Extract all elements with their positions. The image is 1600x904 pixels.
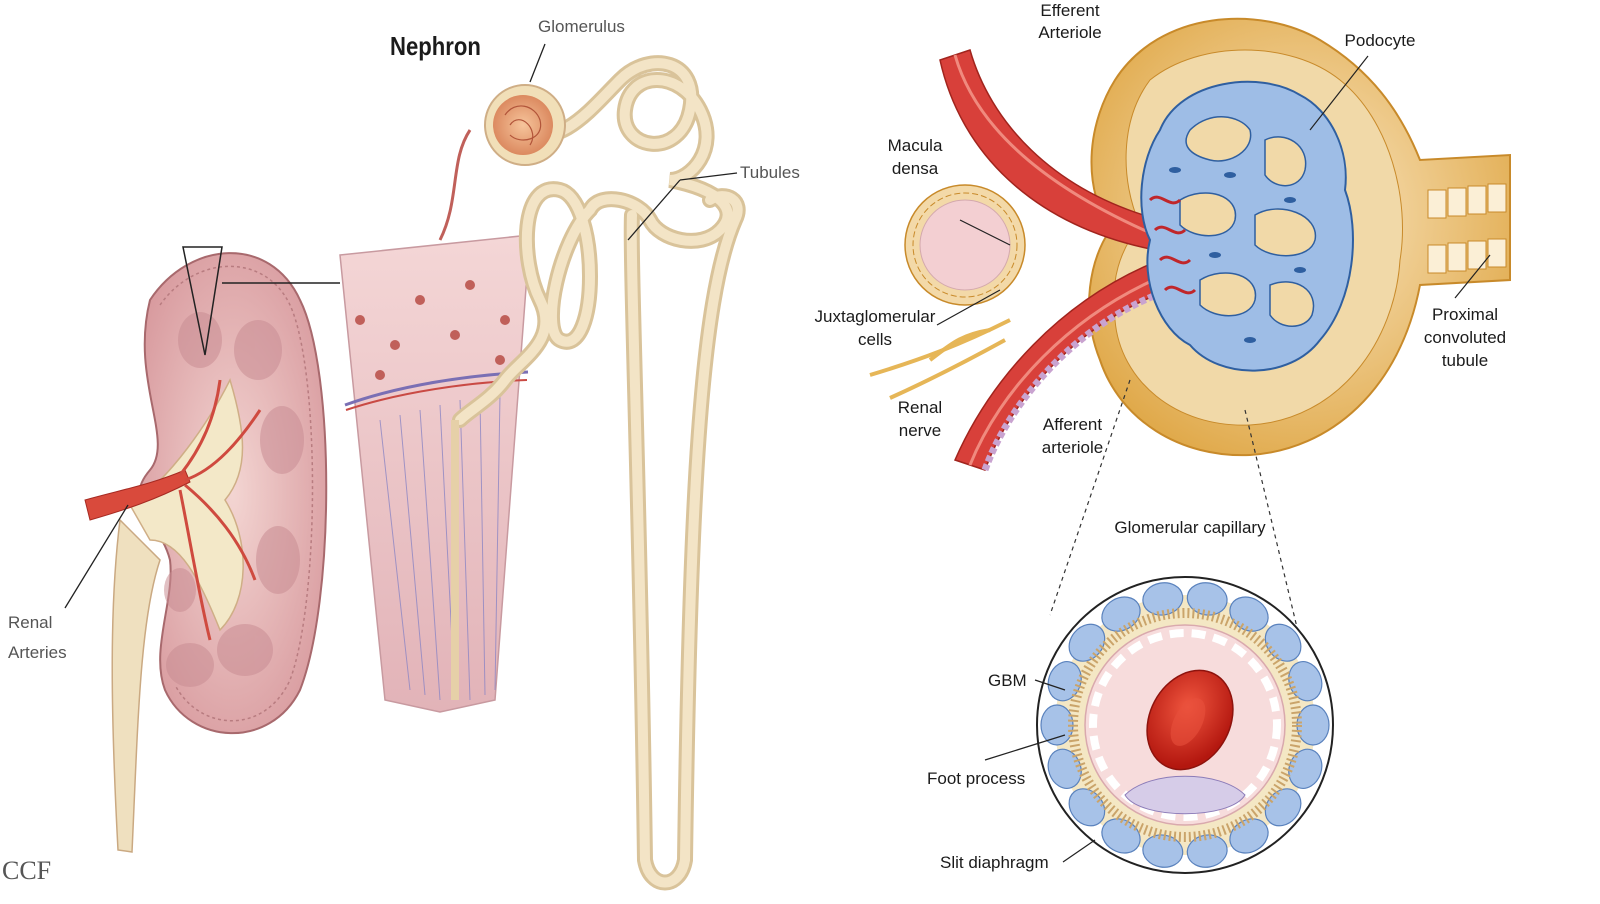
proximal-tubule-label-line1: Proximal (1431, 305, 1499, 324)
foot-process-cell (1288, 661, 1323, 702)
afferent-arteriole-label-line1: Afferent (1042, 415, 1103, 434)
glomerular-capillary-label: Glomerular capillary (1114, 518, 1266, 537)
gbm-label: GBM (988, 671, 1027, 690)
foot-process-cell (1068, 788, 1106, 827)
glomerulus (484, 84, 566, 166)
nephron-tubule (438, 55, 746, 891)
macula-densa-tubule (904, 184, 1026, 306)
renal-nerve-label-line1: Renal (897, 398, 943, 417)
foot-process-cell (1288, 748, 1323, 789)
efferent-arteriole-label-line2: Arteriole (1038, 23, 1102, 42)
macula-densa-label-line1: Macula (887, 136, 943, 155)
foot-process-cell (1047, 748, 1082, 789)
nephron-title: Nephron (390, 31, 481, 61)
podocyte-label: Podocyte (1344, 31, 1416, 50)
renal-arteries-label-line2: Arteries (8, 643, 67, 662)
macula-densa-label-line2: densa (891, 159, 939, 178)
glomerulus-label: Glomerulus (538, 17, 625, 36)
juxtaglomerular-cells-label-line2: cells (857, 330, 892, 349)
juxtaglomerular-cells-label-line1: Juxtaglomerular (814, 307, 936, 326)
slit-diaphragm-label: Slit diaphragm (940, 853, 1049, 872)
afferent-arteriole-label-line2: arteriole (1041, 438, 1104, 457)
foot-process-cell (1142, 582, 1184, 616)
proximal-tubule-label-line2: convoluted (1423, 328, 1507, 347)
efferent-arteriole-label-line1: Efferent (1040, 1, 1100, 20)
left-leader-lines (64, 43, 738, 609)
zoom-dashed-lines (1049, 379, 1301, 641)
renal-pyramid-enlarged (339, 234, 531, 713)
foot-process-cell (1101, 596, 1141, 632)
proximal-tubule-label-line3: tubule (1441, 351, 1489, 370)
right-leader-lines (936, 55, 1491, 863)
podocyte-tuft (1140, 80, 1354, 372)
renal-nerve (869, 318, 1011, 400)
renal-nerve-label-line2: nerve (898, 421, 942, 440)
capillary-cross-section (1036, 576, 1334, 874)
foot-process-label: Foot process (927, 769, 1026, 788)
foot-process-cell (1068, 623, 1106, 662)
ccf-watermark: CCF (2, 856, 52, 885)
renal-arteries-label-line1: Renal (8, 613, 53, 632)
kidney-section (84, 246, 340, 853)
tubules-label: Tubules (740, 163, 800, 182)
